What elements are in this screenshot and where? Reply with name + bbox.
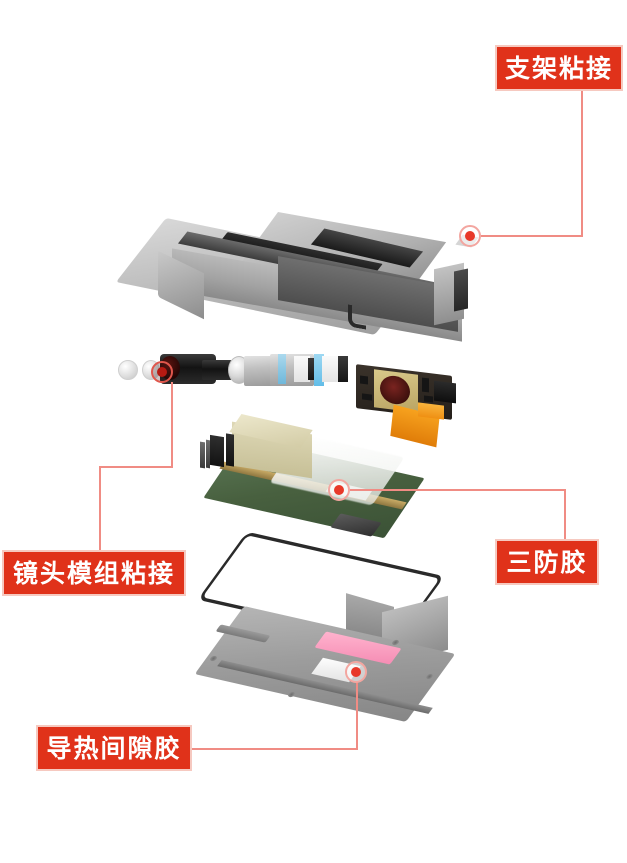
leader-lens-vertical-lower: [99, 466, 101, 554]
marker-thermal-gap-filler[interactable]: [345, 661, 367, 683]
lens-flex-cyan-secondary: [278, 354, 286, 384]
bracket-right-post-shadow: [454, 268, 468, 312]
pcb-fin-a: [200, 441, 205, 469]
leader-bracket-vertical: [581, 89, 583, 237]
pcb-fin-b: [206, 439, 210, 469]
sensor-chip-c: [422, 377, 429, 393]
lens-flex-cyan: [314, 354, 324, 386]
leader-lens-horizontal: [99, 466, 173, 468]
leader-thermal-horizontal: [188, 748, 358, 750]
component-bottom-tray: [194, 593, 486, 730]
leader-bracket-horizontal: [481, 235, 583, 237]
leader-lens-vertical-upper: [171, 382, 173, 468]
component-main-pcb: [196, 414, 432, 539]
marker-lens-module-bond[interactable]: [151, 361, 173, 383]
callout-label-bracket-bond[interactable]: 支架粘接: [497, 47, 621, 89]
leader-coating-horizontal: [350, 489, 566, 491]
bracket-hook: [348, 304, 366, 330]
leader-coating-vertical: [564, 489, 566, 543]
marker-conformal-coating[interactable]: [328, 479, 350, 501]
callout-label-lens-module-bond[interactable]: 镜头模组粘接: [4, 552, 184, 594]
sensor-chip-d: [424, 395, 433, 403]
lens-barrel-rear: [202, 360, 232, 380]
callout-label-thermal-gap-filler[interactable]: 导热间隙胶: [38, 727, 190, 769]
marker-bracket-bond[interactable]: [459, 225, 481, 247]
lens-element-front: [118, 360, 138, 380]
pcb-connector-a: [210, 434, 224, 468]
lens-coil-white-right: [322, 356, 340, 382]
sensor-connector: [434, 380, 456, 404]
lens-coil-dark-right: [338, 356, 348, 382]
sensor-chip-a: [360, 375, 368, 385]
sensor-chip-b: [362, 393, 372, 401]
component-top-bracket: [115, 210, 510, 342]
lens-coil-dark-left: [308, 358, 316, 380]
callout-label-conformal-coating[interactable]: 三防胶: [497, 541, 597, 583]
leader-thermal-vertical: [356, 682, 358, 750]
component-shim: [330, 513, 390, 542]
pcb-connector-b: [226, 433, 234, 467]
lens-coil-white-left: [294, 356, 310, 382]
